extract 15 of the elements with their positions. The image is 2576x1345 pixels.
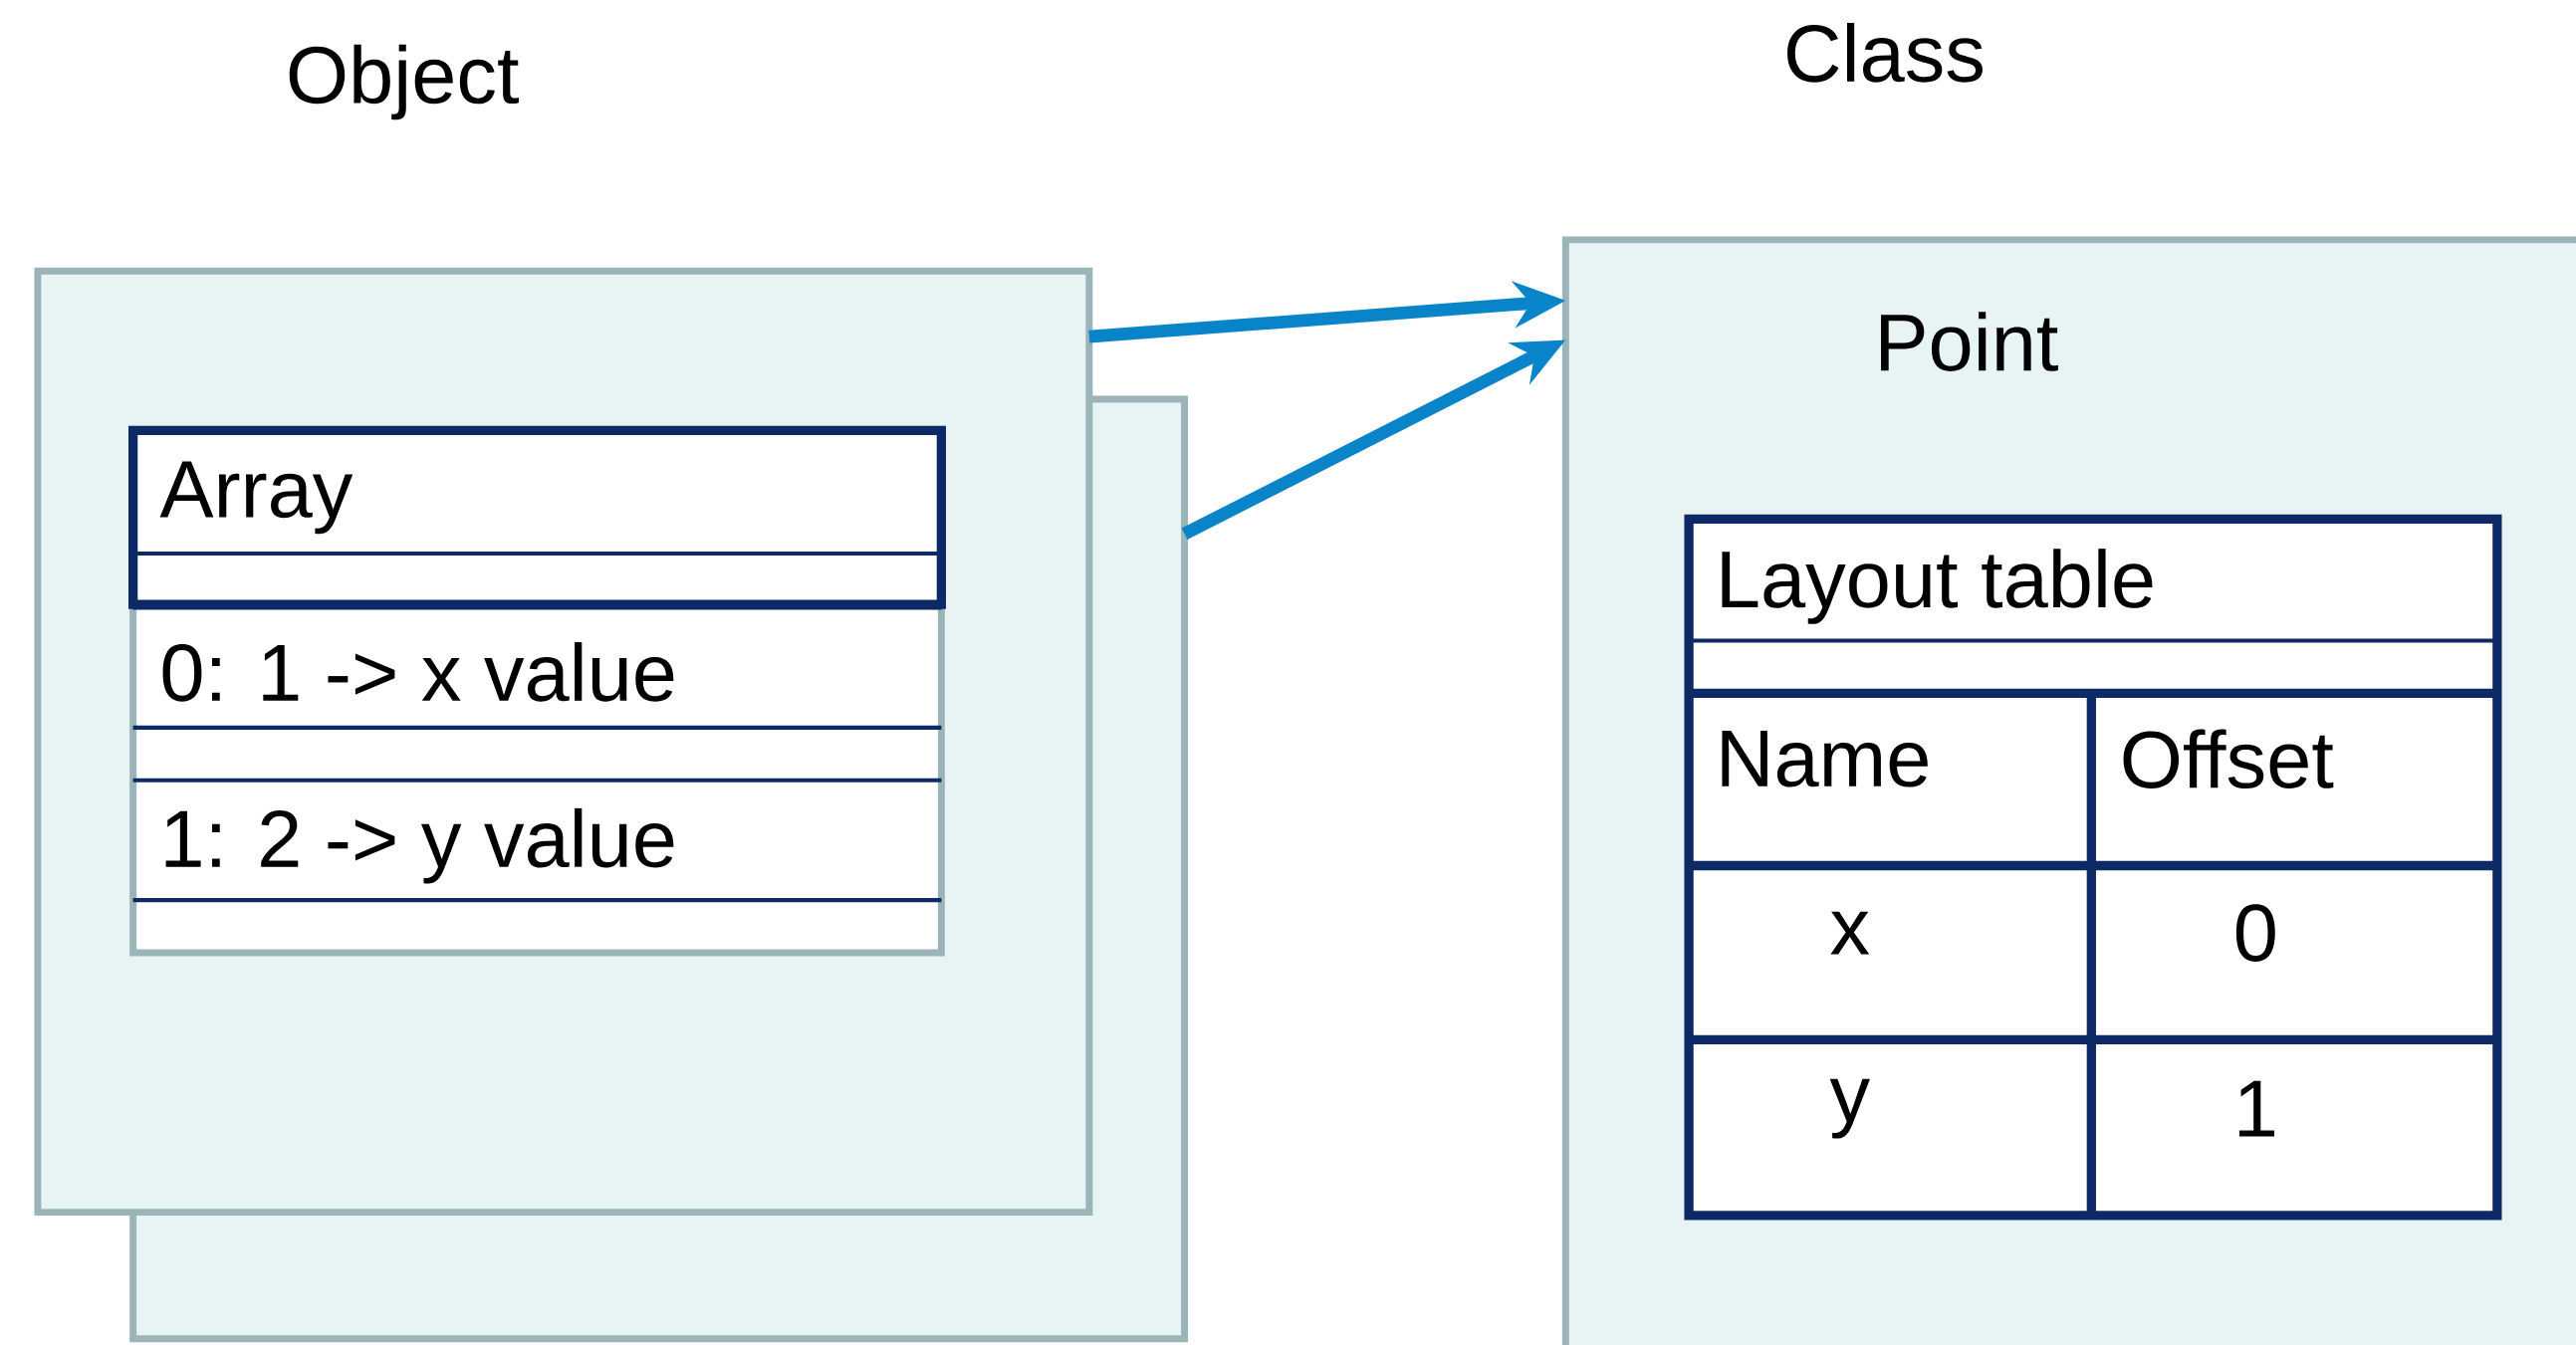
table-cell: Name (1722, 730, 1928, 787)
table-cell: Offset (2123, 729, 2334, 788)
table-cell: 0 (2235, 904, 2275, 962)
table-cell: x (1830, 911, 1870, 955)
layout-table (1684, 514, 2502, 1221)
array-table (128, 425, 947, 957)
heading: Object (289, 44, 519, 120)
table-heading: Array (159, 461, 353, 535)
table-row: 0: 1 -> x value (162, 641, 674, 702)
heading: Class (1787, 22, 1983, 83)
table-cell: y (1829, 1078, 1870, 1139)
table-row: 1: 2 -> y value (165, 807, 674, 884)
table-cell: 1 (2238, 1080, 2274, 1137)
table-heading: Layout table (1722, 549, 2153, 624)
heading: Point (1881, 312, 2058, 371)
